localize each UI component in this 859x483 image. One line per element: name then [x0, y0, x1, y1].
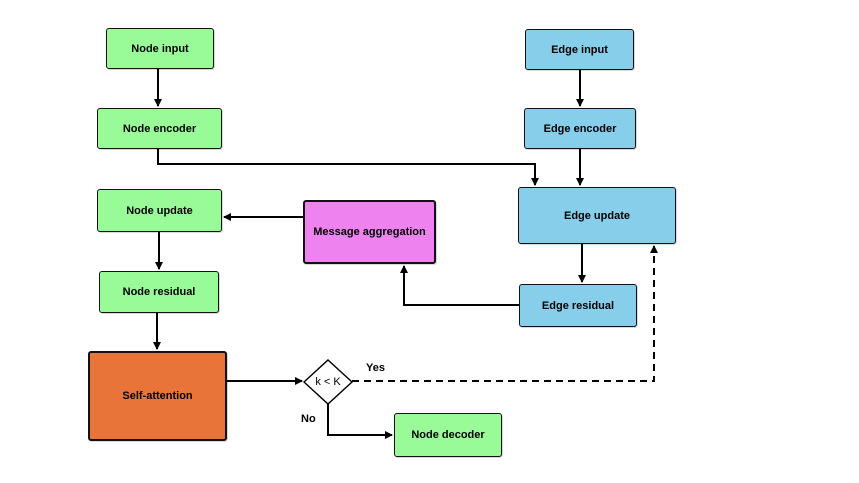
node-residual-box: Node residual	[99, 271, 219, 313]
decision-yes-label: Yes	[366, 362, 385, 374]
message-aggregation-label: Message aggregation	[313, 226, 426, 238]
node-encoder-box: Node encoder	[97, 108, 222, 149]
arrow-node-encoder-to-edge-update	[157, 149, 539, 186]
edge-residual-box: Edge residual	[519, 284, 637, 327]
decision-no-label: No	[301, 413, 316, 425]
edge-input-box: Edge input	[525, 29, 634, 70]
arrow-edge-residual-to-aggregation	[400, 265, 519, 306]
node-decoder-box: Node decoder	[394, 413, 502, 457]
node-update-label: Node update	[126, 204, 193, 217]
edge-encoder-label: Edge encoder	[543, 122, 617, 135]
node-input-box: Node input	[106, 28, 214, 69]
arrow-decision-no-to-decoder	[327, 403, 393, 439]
node-residual-label: Node residual	[122, 286, 196, 298]
edge-update-box: Edge update	[518, 187, 676, 244]
node-decoder-label: Node decoder	[411, 429, 485, 441]
self-attention-label: Self-attention	[122, 390, 193, 402]
edge-residual-label: Edge residual	[541, 299, 615, 312]
decision-diamond	[302, 359, 354, 405]
node-encoder-label: Node encoder	[122, 122, 197, 135]
edge-update-label: Edge update	[563, 209, 630, 222]
message-aggregation-box: Message aggregation	[303, 200, 436, 264]
edge-input-label: Edge input	[551, 43, 608, 56]
edge-encoder-box: Edge encoder	[524, 108, 636, 149]
node-update-box: Node update	[97, 189, 222, 232]
self-attention-box: Self-attention	[88, 351, 227, 441]
arrow-decision-yes-loop-to-edge-update	[352, 245, 658, 382]
node-input-label: Node input	[131, 42, 189, 55]
decision-condition: k < K	[315, 376, 341, 388]
